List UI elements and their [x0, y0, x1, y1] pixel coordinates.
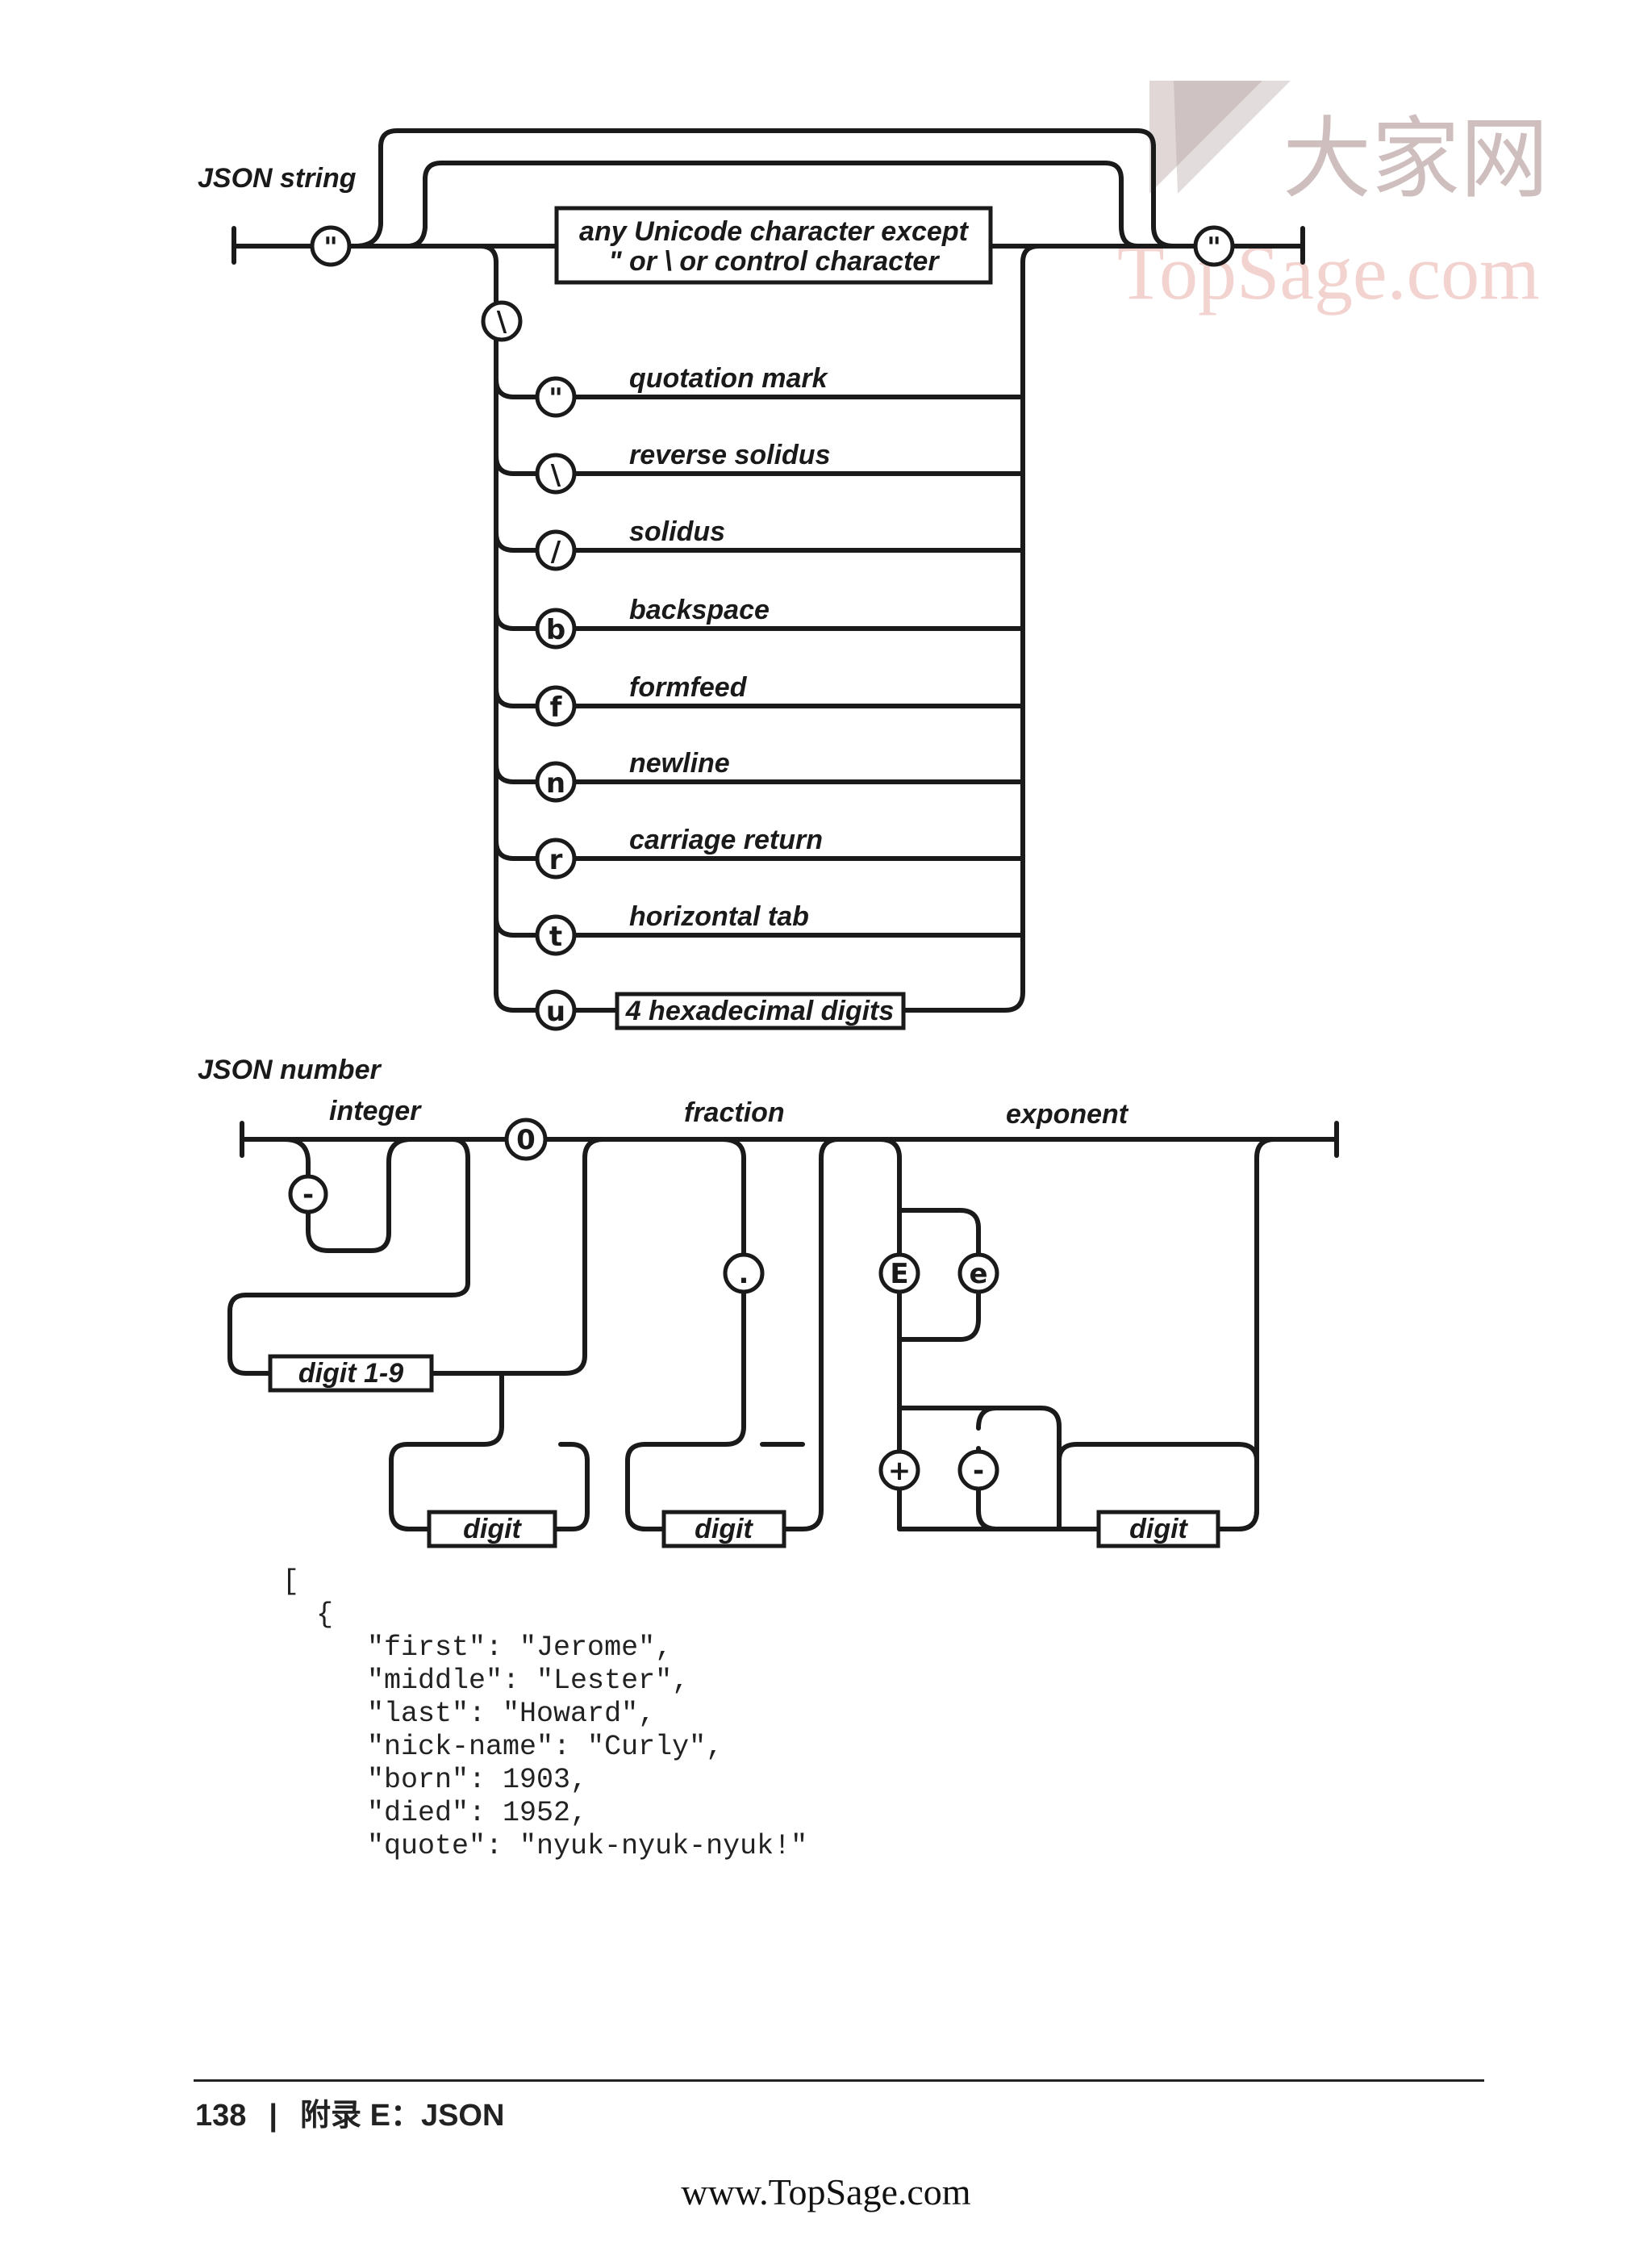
- hex-digits-box: [615, 992, 906, 1030]
- escape-formfeed-label: formfeed: [629, 672, 748, 703]
- escape-carriage-return-node: [535, 838, 577, 879]
- footer-rule: [194, 2079, 1484, 2082]
- escape-solidus-node: [535, 529, 577, 571]
- digit-1-9-label: digit 1-9: [298, 1358, 403, 1389]
- escape-quote-symbol: ": [549, 382, 563, 415]
- decimal-point-symbol: .: [739, 1258, 749, 1290]
- escape-horizontal-tab-node: [535, 914, 577, 956]
- escape-backslash-symbol: \: [497, 306, 507, 338]
- escape-reverse-solidus-label: reverse solidus: [629, 440, 830, 470]
- exponent-e-node: [957, 1252, 999, 1294]
- unicode-box-line1: any Unicode character except: [579, 216, 970, 247]
- hex-digits-label: 4 hexadecimal digits: [625, 996, 895, 1026]
- watermark: 大家网 TopSage.com: [1117, 81, 1549, 315]
- json-number-diagram: JSON number integer fraction exponent: [198, 1055, 1339, 1548]
- escape-quote-node: [535, 376, 577, 418]
- integer-label: integer: [329, 1096, 422, 1126]
- exponent-e-symbol: e: [969, 1258, 987, 1290]
- escape-carriage-return-label: carriage return: [629, 825, 823, 855]
- json-example-code: [ { "first": "Jerome", "middle": "Lester…: [282, 1565, 807, 1863]
- start-quote-node: [310, 225, 352, 267]
- fraction-digit-label: digit: [695, 1514, 753, 1544]
- watermark-site: TopSage.com: [1117, 229, 1540, 315]
- start-quote-symbol: ": [323, 232, 338, 264]
- escape-newline-symbol: n: [546, 767, 565, 800]
- escape-horizontal-tab-symbol: t: [549, 921, 562, 953]
- code-line: "middle": "Lester",: [282, 1665, 690, 1697]
- exponent-minus-symbol: -: [973, 1455, 984, 1487]
- escape-solidus-symbol: /: [551, 536, 561, 568]
- exponent-digit-label: digit: [1129, 1514, 1188, 1544]
- exponent-digit-box: [1096, 1510, 1220, 1548]
- escape-backspace-node: [535, 608, 577, 650]
- footer-separator: |: [269, 2099, 278, 2133]
- escape-solidus-label: solidus: [629, 516, 725, 547]
- footer-section: 附录 E：JSON: [300, 2099, 505, 2133]
- exponent-E-node: [878, 1252, 920, 1294]
- site-url: www.TopSage.com: [681, 2171, 971, 2212]
- escape-unicode-node: [535, 989, 577, 1031]
- escape-formfeed-symbol: f: [550, 691, 563, 724]
- exponent-plus-symbol: +: [888, 1455, 912, 1487]
- zero-symbol: 0: [516, 1124, 536, 1156]
- escape-newline-node: [535, 761, 577, 803]
- minus-symbol: -: [302, 1179, 314, 1211]
- code-line: "died": 1952,: [282, 1797, 588, 1829]
- unicode-character-box: [554, 206, 993, 285]
- code-line: "first": "Jerome",: [282, 1632, 673, 1664]
- fraction-digit-box: [661, 1510, 786, 1548]
- code-line: {: [282, 1598, 334, 1631]
- zero-node: [504, 1118, 548, 1161]
- fraction-label: fraction: [684, 1097, 785, 1128]
- escape-reverse-solidus-symbol: \: [551, 459, 561, 491]
- code-line: [: [282, 1565, 300, 1598]
- code-line: "nick-name": "Curly",: [282, 1731, 724, 1763]
- end-quote-symbol: ": [1207, 232, 1221, 264]
- escape-carriage-return-symbol: r: [549, 844, 563, 876]
- page-number: 138: [195, 2099, 247, 2133]
- escape-backspace-symbol: b: [546, 614, 565, 646]
- minus-node: [288, 1174, 328, 1214]
- exponent-plus-node: [878, 1449, 920, 1491]
- exponent-minus-node: [957, 1449, 999, 1491]
- digit-1-9-box: [268, 1354, 434, 1393]
- escape-unicode-symbol: u: [546, 996, 565, 1028]
- exponent-E-symbol: E: [890, 1258, 908, 1290]
- page-footer: 138 | 附录 E：JSON: [195, 2090, 504, 2134]
- escape-reverse-solidus-node: [535, 453, 577, 495]
- watermark-chinese: 大家网: [1283, 107, 1549, 211]
- escape-quote-label: quotation mark: [629, 363, 829, 394]
- escape-backspace-label: backspace: [629, 595, 770, 625]
- unicode-box-line2: " or \ or control character: [608, 246, 940, 277]
- integer-digit-box: [427, 1510, 557, 1548]
- code-line: "last": "Howard",: [282, 1698, 656, 1730]
- escape-horizontal-tab-label: horizontal tab: [629, 901, 809, 932]
- escape-formfeed-node: [535, 685, 577, 727]
- exponent-label: exponent: [1006, 1099, 1129, 1130]
- json-string-diagram: JSON string " " any Unicode character ex…: [198, 128, 1305, 1031]
- decimal-point-node: [723, 1252, 765, 1294]
- escape-backslash-node: [481, 300, 523, 342]
- escape-newline-label: newline: [629, 748, 730, 779]
- integer-digit-label: digit: [463, 1514, 522, 1544]
- code-line: "quote": "nyuk-nyuk-nyuk!": [282, 1830, 808, 1862]
- number-diagram-title: JSON number: [198, 1055, 382, 1085]
- string-diagram-title: JSON string: [198, 163, 357, 194]
- code-line: "born": 1903,: [282, 1764, 588, 1796]
- end-quote-node: [1193, 225, 1235, 267]
